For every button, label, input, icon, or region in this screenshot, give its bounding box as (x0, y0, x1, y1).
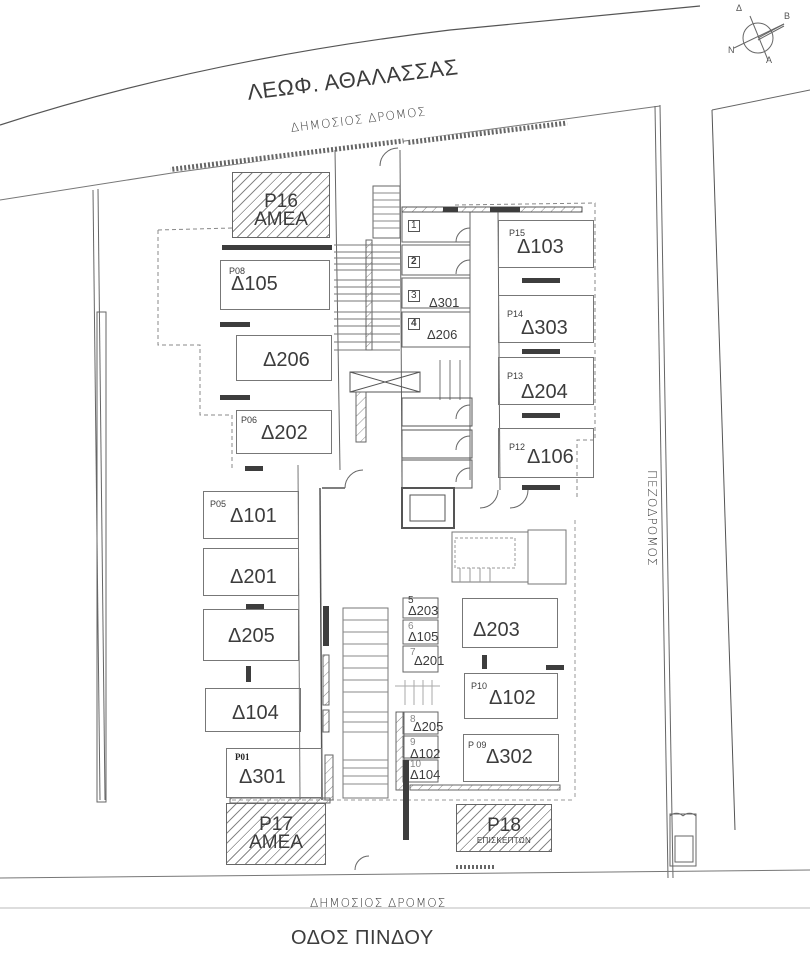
storage-unit: Δ206 (427, 327, 458, 342)
compass-label-delta: Δ (736, 3, 743, 13)
space-code: P10 (471, 681, 488, 691)
parking-space-p13[interactable]: P13 Δ204 (498, 357, 594, 405)
parking-space-p17[interactable]: P17 ΑΜΕΑ (226, 803, 326, 865)
storage-unit: Δ102 (410, 746, 441, 761)
compass-label-alpha: Α (766, 55, 773, 65)
storage-unit: Δ201 (414, 653, 445, 668)
storage-unit: Δ203 (408, 603, 439, 618)
storage-number: 4 (408, 318, 420, 330)
south-street-name: ΟΔΟΣ ΠΙΝΔΟΥ (291, 927, 434, 949)
unit-label: Δ203 (473, 619, 520, 641)
storage-number: 9 (410, 737, 416, 748)
north-road-edge (0, 5, 701, 126)
space-code: P14 (507, 309, 524, 319)
unit-label: Δ103 (517, 236, 564, 258)
space-label: ΑΜΕΑ (254, 209, 308, 231)
storage-number: 5 (408, 595, 414, 606)
space-code: P 09 (468, 740, 487, 750)
parking-space-d104[interactable]: Δ104 (205, 688, 301, 732)
parking-space-p10[interactable]: P10 Δ102 (464, 673, 558, 719)
parking-space-p08[interactable]: P08 Δ105 (220, 260, 330, 310)
parking-space-p16[interactable]: P16 ΑΜΕΑ (232, 172, 330, 238)
parking-space-d206[interactable]: Δ206 (236, 335, 332, 381)
unit-label: Δ302 (486, 746, 533, 768)
parking-space-p14[interactable]: P14 Δ303 (498, 295, 594, 343)
north-fence (170, 138, 404, 172)
storage-unit: Δ205 (413, 719, 444, 734)
unit-label: Δ106 (527, 446, 574, 468)
storage-number: 8 (410, 714, 416, 725)
unit-label: Δ105 (231, 273, 278, 295)
unit-label: Δ101 (230, 505, 277, 527)
unit-label: Δ303 (521, 317, 568, 339)
parking-space-d203[interactable]: Δ203 (462, 598, 558, 648)
space-code: P08 (229, 266, 246, 276)
storage-number: 2 (408, 256, 420, 268)
compass-label-beta: Β (784, 11, 791, 21)
storage-unit: Δ105 (408, 629, 439, 644)
storage-number: 7 (410, 647, 416, 658)
space-label: ΕΠΙΣΚΕΠΤΩΝ (476, 836, 532, 846)
storage-number: 6 (408, 621, 414, 632)
storage-number: 3 (408, 290, 420, 302)
unit-label: Δ201 (230, 566, 277, 588)
east-street-name: ΠΕΖΟΔΡΟΜΟΣ (645, 470, 659, 567)
unit-label: Δ102 (489, 687, 536, 709)
space-code: P13 (507, 371, 524, 381)
storage-unit: Δ301 (429, 295, 460, 310)
south-street-type: ΔΗΜΟΣΙΟΣ ΔΡΟΜΟΣ (310, 896, 447, 910)
unit-label: Δ202 (261, 422, 308, 444)
unit-label: Δ204 (521, 381, 568, 403)
parking-space-p12[interactable]: P12 Δ106 (498, 428, 594, 478)
parking-space-d205[interactable]: Δ205 (203, 609, 299, 661)
parking-space-p05[interactable]: P05 Δ101 (203, 491, 299, 539)
parking-space-p18[interactable]: P18 ΕΠΙΣΚΕΠΤΩΝ (456, 804, 552, 852)
parking-space-d201[interactable]: Δ201 (203, 548, 299, 596)
space-label: ΑΜΕΑ (249, 832, 303, 854)
unit-label: Δ206 (263, 349, 310, 371)
parking-space-p15[interactable]: P15 Δ103 (498, 220, 594, 268)
unit-label: Δ301 (239, 766, 286, 788)
space-code: P01 (235, 752, 250, 762)
space-code: P18 (487, 815, 521, 836)
space-code: P12 (509, 442, 526, 452)
space-code: P15 (509, 228, 526, 238)
parking-space-p06[interactable]: P06 Δ202 (236, 410, 332, 454)
compass-rose (733, 15, 785, 61)
parking-space-p01[interactable]: P01 Δ301 (226, 748, 322, 798)
unit-label: Δ104 (232, 702, 279, 724)
space-code: P17 (259, 814, 293, 835)
storage-unit: Δ104 (410, 767, 441, 782)
space-code: P05 (210, 499, 227, 509)
space-code: P16 (264, 191, 298, 212)
space-code: P06 (241, 415, 258, 425)
unit-label: Δ205 (228, 625, 275, 647)
storage-number: 1 (408, 220, 420, 232)
storage-number: 10 (410, 759, 422, 770)
parking-space-p09[interactable]: P 09 Δ302 (463, 734, 559, 782)
compass-label-nu: Ν (728, 45, 735, 55)
